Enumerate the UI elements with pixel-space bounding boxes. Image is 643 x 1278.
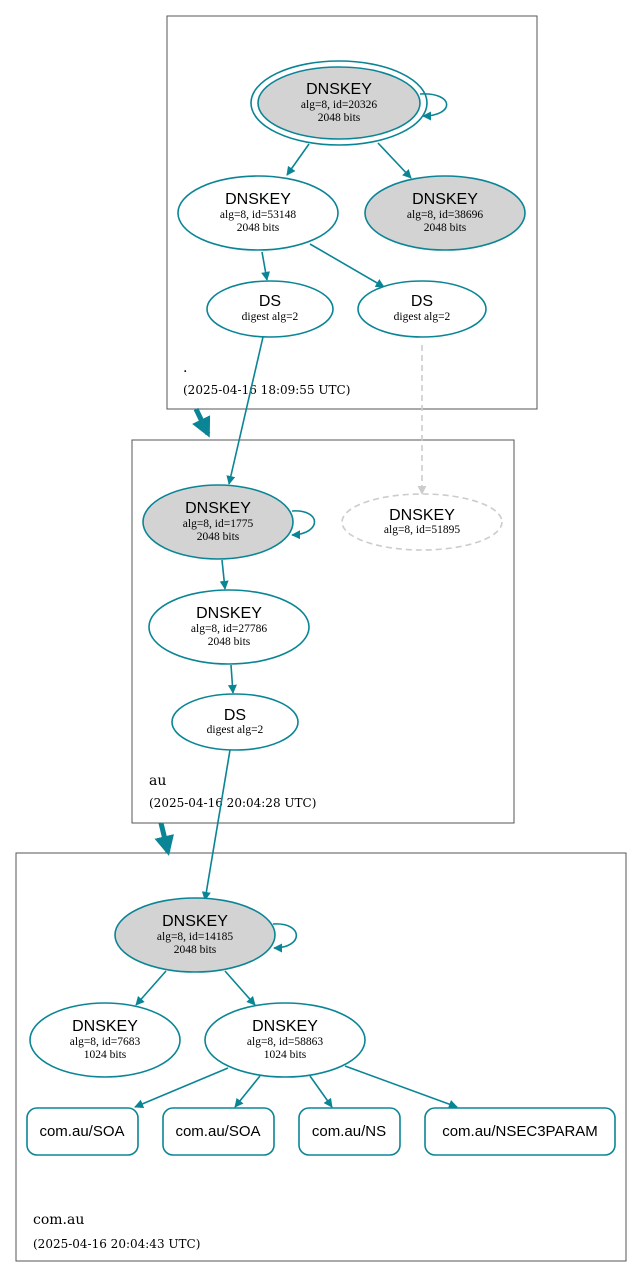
node-comau-ksk-line2: 2048 bits [174,944,217,956]
node-root-ksk-line1: alg=8, id=20326 [301,99,377,111]
node-root-ds2-title: DS [411,293,433,310]
zone-comau-timestamp: (2025-04-16 20:04:43 UTC) [33,1237,200,1251]
zone-au-label: au [149,773,166,789]
zone-root-box [166,15,538,410]
node-au-ksk-title: DNSKEY [185,500,251,517]
node-comau-ksk-title: DNSKEY [162,913,228,930]
node-au-zsk-line2: 2048 bits [208,636,251,648]
node-root-ksk-line2: 2048 bits [318,112,361,124]
rrset-ns-label: com.au/NS [312,1123,386,1140]
rrset-soa-1-label: com.au/SOA [39,1123,124,1140]
node-au-ds-title: DS [224,707,246,724]
node-root-ds1-line1: digest alg=2 [242,311,299,323]
edge-root-ksk-to-zsk [286,143,310,176]
node-au-zsk[interactable]: DNSKEY alg=8, id=27786 2048 bits [148,589,310,665]
edge-root-zsk-to-ds2 [309,243,385,288]
node-au-ksk-line1: alg=8, id=1775 [183,518,254,530]
node-root-zsk-line2: 2048 bits [237,222,280,234]
zone-au-timestamp: (2025-04-16 20:04:28 UTC) [149,796,316,810]
node-root-zsk[interactable]: DNSKEY alg=8, id=53148 2048 bits [177,175,339,251]
node-au-zsk-line1: alg=8, id=27786 [191,623,267,635]
edge-comau-ksk-to-zsk1 [135,970,167,1006]
node-root-ds1[interactable]: DS digest alg=2 [206,280,334,338]
zone-comau: com.au (2025-04-16 20:04:43 UTC) [15,852,627,1262]
node-au-ds-line1: digest alg=2 [207,724,264,736]
edge-root-ksk-self [419,93,448,121]
edge-au-ds-to-comau-ksk [201,749,231,901]
node-root-zsk-title: DNSKEY [225,191,291,208]
node-root-sep2[interactable]: DNSKEY alg=8, id=38696 2048 bits [364,175,526,251]
node-comau-zsk2-line1: alg=8, id=58863 [247,1036,323,1048]
node-comau-zsk2-line2: 1024 bits [264,1049,307,1061]
node-root-sep2-line1: alg=8, id=38696 [407,209,483,221]
edge-root-ksk-to-sep2 [377,142,412,179]
node-comau-zsk1-line1: alg=8, id=7683 [70,1036,141,1048]
rrset-nsec3param[interactable]: com.au/NSEC3PARAM [424,1107,616,1156]
node-root-ksk[interactable]: DNSKEY alg=8, id=20326 2048 bits [250,60,428,146]
rrset-soa-2-label: com.au/SOA [175,1123,260,1140]
node-comau-ksk[interactable]: DNSKEY alg=8, id=14185 2048 bits [114,897,276,973]
edge-comau-ksk-to-zsk2 [224,970,256,1006]
node-comau-zsk1-title: DNSKEY [72,1018,138,1035]
node-comau-zsk1[interactable]: DNSKEY alg=8, id=7683 1024 bits [29,1002,181,1078]
node-comau-zsk1-line2: 1024 bits [84,1049,127,1061]
node-root-ksk-title: DNSKEY [306,81,372,98]
edge-comau-zsk2-to-ns [309,1075,333,1108]
edge-comau-zsk2-to-soa1 [134,1067,229,1109]
node-au-ksk-line2: 2048 bits [197,531,240,543]
edge-root-ds1-to-au-ksk [226,336,264,485]
zone-au: au (2025-04-16 20:04:28 UTC) [131,439,515,824]
zone-root-label: . [183,360,187,376]
node-root-sep2-line2: 2048 bits [424,222,467,234]
node-root-ds2[interactable]: DS digest alg=2 [357,280,487,338]
delegation-arrow-root-au [192,407,211,438]
zone-root-timestamp: (2025-04-16 18:09:55 UTC) [183,383,350,397]
edge-au-ksk-to-zsk [219,559,229,590]
node-comau-zsk2-title: DNSKEY [252,1018,318,1035]
edge-comau-zsk2-to-nsec3param [344,1065,458,1109]
rrset-soa-2[interactable]: com.au/SOA [162,1107,275,1156]
node-root-sep2-title: DNSKEY [412,191,478,208]
rrset-ns[interactable]: com.au/NS [298,1107,401,1156]
node-comau-ksk-line1: alg=8, id=14185 [157,931,233,943]
node-au-ksk[interactable]: DNSKEY alg=8, id=1775 2048 bits [142,484,294,560]
zone-au-box [131,439,515,824]
edge-au-ksk-self [291,510,316,540]
edge-comau-ksk-self [272,923,298,953]
node-root-ds2-line1: digest alg=2 [394,311,451,323]
node-root-ds1-title: DS [259,293,281,310]
node-root-zsk-line1: alg=8, id=53148 [220,209,296,221]
zone-comau-label: com.au [33,1212,84,1228]
rrset-nsec3param-label: com.au/NSEC3PARAM [442,1123,598,1140]
zone-comau-box [15,852,627,1262]
node-au-missing-line1: alg=8, id=51895 [384,524,460,536]
node-au-missing-title: DNSKEY [389,507,455,524]
node-au-missing[interactable]: DNSKEY alg=8, id=51895 [341,493,503,551]
node-comau-zsk2[interactable]: DNSKEY alg=8, id=58863 1024 bits [204,1002,366,1078]
node-au-zsk-title: DNSKEY [196,605,262,622]
edge-au-zsk-to-ds [227,664,237,694]
rrset-soa-1[interactable]: com.au/SOA [26,1107,139,1156]
edge-root-zsk-to-ds1 [261,251,271,281]
zone-root: . (2025-04-16 18:09:55 UTC) [166,15,538,410]
node-au-ds[interactable]: DS digest alg=2 [171,693,299,751]
edge-comau-zsk2-to-soa2 [234,1075,261,1108]
delegation-arrow-au-comau [154,822,174,856]
